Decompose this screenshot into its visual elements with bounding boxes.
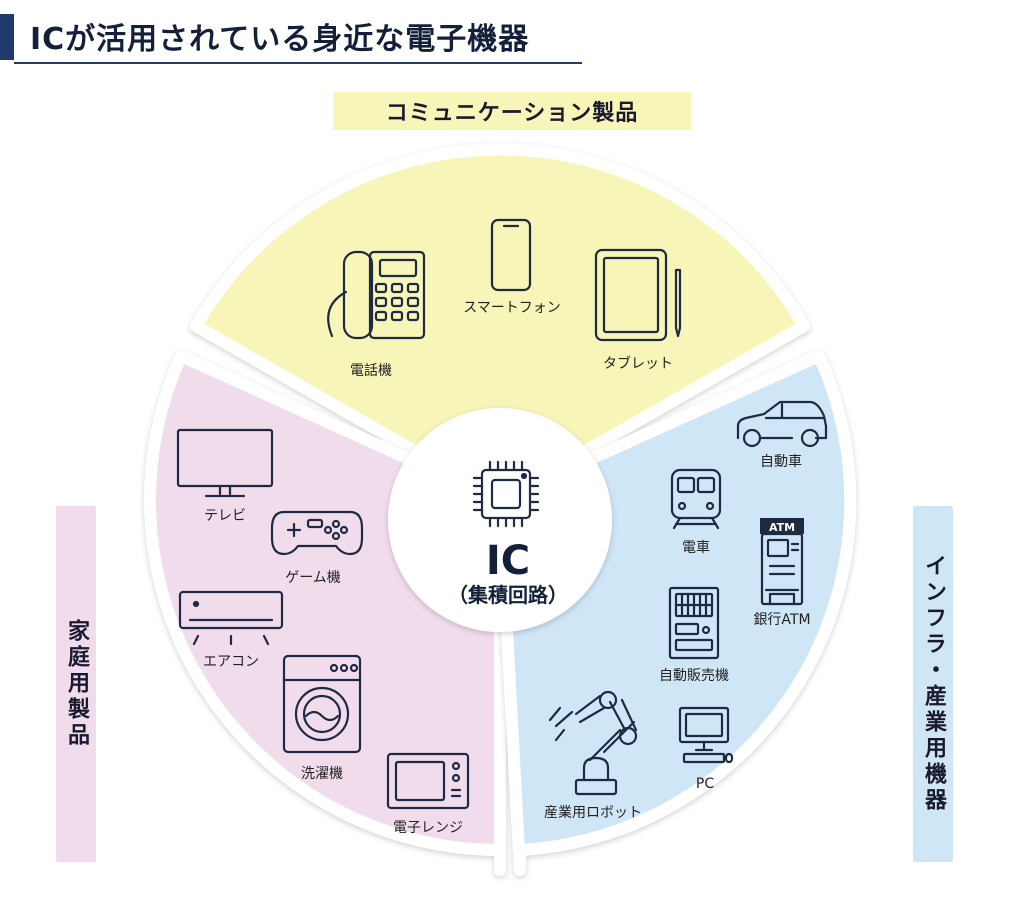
item-label-tv: テレビ <box>204 508 246 524</box>
title-underline <box>14 62 582 64</box>
center-circle <box>388 408 612 632</box>
category-label-infra: インフラ・産業用機器 <box>913 506 953 862</box>
atm-icon: ATM <box>760 518 804 606</box>
item-label-train: 電車 <box>682 539 710 556</box>
air-conditioner-icon <box>178 590 284 646</box>
center-ic-sublabel: （集積回路） <box>448 583 568 607</box>
item-label-microwave: 電子レンジ <box>393 820 463 836</box>
item-label-washer: 洗濯機 <box>301 766 343 782</box>
page-title: ICが活用されている身近な電子機器 <box>30 22 530 57</box>
item-label-car: 自動車 <box>760 453 802 470</box>
microwave-icon <box>386 752 470 810</box>
item-label-vending: 自動販売機 <box>659 668 729 684</box>
category-label-home: 家庭用製品 <box>56 506 96 862</box>
item-label-robot: 産業用ロボット <box>544 805 642 821</box>
category-label-communication: コミュニケーション製品 <box>333 92 691 130</box>
chip-icon <box>472 460 540 528</box>
car-icon <box>736 400 828 448</box>
game-controller-icon <box>270 510 364 556</box>
train-icon <box>670 468 722 530</box>
item-label-game: ゲーム機 <box>285 570 341 586</box>
item-label-phone: 電話機 <box>350 362 392 379</box>
item-label-pc: PC <box>696 776 714 792</box>
item-label-aircon: エアコン <box>203 654 259 670</box>
title-accent-bar <box>0 14 14 60</box>
tablet-icon <box>594 248 682 342</box>
category-label-home-text: 家庭用製品 <box>64 619 89 749</box>
tv-icon <box>176 428 274 498</box>
center-ic-label: IC <box>486 538 530 584</box>
item-label-tablet: タブレット <box>603 355 673 372</box>
smartphone-icon <box>490 218 532 292</box>
item-label-smartphone: スマートフォン <box>463 300 561 316</box>
washing-machine-icon <box>282 654 362 754</box>
category-label-infra-text: インフラ・産業用機器 <box>921 554 946 814</box>
industrial-robot-icon <box>548 690 638 796</box>
pc-icon <box>678 706 734 764</box>
atm-sign-text: ATM <box>769 521 795 534</box>
phone-icon <box>327 250 426 340</box>
vending-machine-icon <box>668 586 720 660</box>
item-label-atm: 銀行ATM <box>753 612 810 628</box>
sector-communication <box>190 143 810 506</box>
